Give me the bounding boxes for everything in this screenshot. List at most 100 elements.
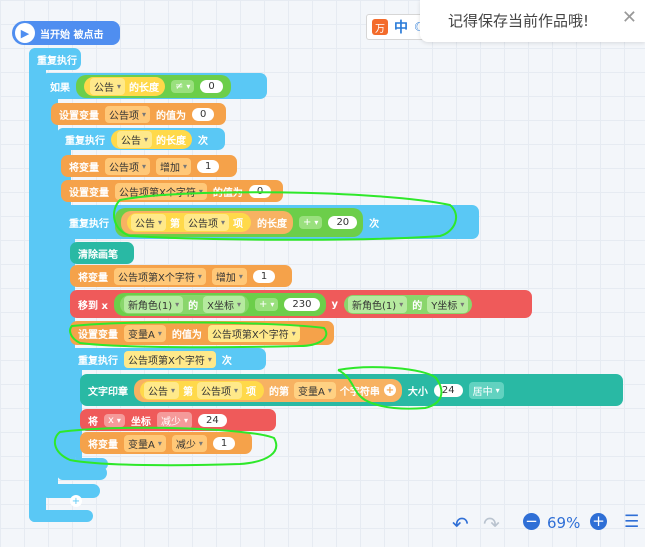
inc1-value-input[interactable]: 1: [197, 159, 220, 173]
set-variable-block-1[interactable]: 设置变量 公告项▾ 的值为 0: [51, 103, 226, 125]
zoom-in-button[interactable]: +: [590, 513, 607, 530]
move-y-label: y: [331, 298, 339, 310]
stamp-item-dropdown[interactable]: 公告项▾: [197, 381, 243, 399]
if-value-input[interactable]: 0: [200, 79, 223, 93]
repeat3-footer[interactable]: [70, 458, 108, 470]
repeat2-item-dropdown[interactable]: 公告项▾: [184, 213, 230, 231]
forever-footer[interactable]: [29, 510, 93, 522]
align-blocks-icon[interactable]: ☰: [624, 512, 640, 532]
repeat1-times: 次: [198, 135, 209, 147]
change-variable-block-1[interactable]: 将变量 公告项▾ 增加▾ 1: [61, 155, 237, 177]
move-op-dropdown[interactable]: +▾: [255, 297, 279, 311]
stamp-xiang: 项: [246, 386, 257, 398]
change-variable-block-2[interactable]: 将变量 公告项第X个字符▾ 增加▾ 1: [70, 265, 292, 287]
set2-value-input[interactable]: 0: [248, 184, 272, 198]
stamp-var-dropdown[interactable]: 公告▾: [144, 381, 180, 399]
forever-block[interactable]: [29, 48, 46, 522]
set1-var-dropdown[interactable]: 公告项▾: [105, 105, 151, 123]
if-op-dropdown[interactable]: ≠▾: [171, 79, 195, 93]
xdec-mid: 坐标: [130, 416, 151, 428]
if-length-text: 的长度: [129, 82, 160, 94]
if-label: 如果: [50, 82, 70, 94]
repeat2-length-text: 的长度: [257, 218, 288, 230]
if-add-branch-icon[interactable]: +: [70, 495, 82, 507]
ime-mode-toggle[interactable]: 中: [394, 20, 408, 36]
move-num-input[interactable]: 230: [284, 297, 320, 311]
repeat1-length-reporter[interactable]: 公告▾ 的长度: [111, 129, 193, 149]
when-flag-clicked-block[interactable]: ▶ 当开始 被点击: [12, 21, 120, 45]
stamp-size-input[interactable]: 24: [433, 383, 463, 397]
repeat3-header[interactable]: 重复执行 公告项第X个字符▾ 次: [70, 348, 266, 370]
inc2-value-input[interactable]: 1: [252, 269, 276, 283]
set1-label: 设置变量: [59, 110, 99, 122]
forever-header[interactable]: 重复执行: [29, 48, 81, 70]
repeat2-header[interactable]: 重复执行 公告▾ 第 公告项▾ 项 的长度 +▾ 20 次: [61, 205, 479, 239]
repeat2-item-reporter[interactable]: 公告▾ 第 公告项▾ 项: [127, 212, 252, 232]
stamp-var2-dropdown[interactable]: 变量A▾: [294, 381, 336, 399]
repeat3-label: 重复执行: [78, 355, 118, 367]
clear-label: 清除画笔: [78, 249, 118, 261]
inc2-var-dropdown[interactable]: 公告项第X个字符▾: [114, 267, 206, 285]
set3-var-dropdown[interactable]: 变量A▾: [124, 324, 166, 342]
inc1-op-dropdown[interactable]: 增加▾: [156, 157, 192, 175]
set-variable-block-3[interactable]: 设置变量 变量A▾ 的值为 公告项第X个字符▾: [70, 321, 334, 345]
repeat1-header[interactable]: 重复执行 公告▾ 的长度 次: [57, 128, 225, 150]
repeat2-item-length-reporter[interactable]: 公告▾ 第 公告项▾ 项 的长度: [121, 210, 294, 234]
xdec-var-dropdown[interactable]: x▾: [104, 413, 125, 427]
change-x-block[interactable]: 将 x▾ 坐标 减少▾ 24: [80, 409, 276, 431]
stamp-char-reporter[interactable]: 公告▾ 第 公告项▾ 项 的第 变量A▾ 个字符串 +: [134, 378, 402, 402]
repeat2-num-input[interactable]: 20: [328, 215, 358, 229]
moon-icon[interactable]: ☾: [414, 20, 425, 34]
forever-label: 重复执行: [37, 55, 77, 67]
inc2-op-dropdown[interactable]: 增加▾: [211, 267, 247, 285]
undo-icon[interactable]: ↶: [452, 512, 469, 536]
stamp-add-icon[interactable]: +: [383, 384, 396, 396]
set1-value-input[interactable]: 0: [192, 107, 215, 121]
if-length-reporter[interactable]: 公告▾ 的长度: [84, 76, 166, 96]
move-prop1-dropdown[interactable]: X坐标▾: [203, 295, 245, 313]
repeat2-label: 重复执行: [69, 218, 109, 230]
repeat2-add-reporter[interactable]: 公告▾ 第 公告项▾ 项 的长度 +▾ 20: [115, 207, 364, 237]
repeat1-var-dropdown[interactable]: 公告▾: [117, 130, 153, 148]
move-sprite1-dropdown[interactable]: 新角色(1)▾: [123, 295, 184, 313]
redo-icon[interactable]: ↷: [483, 512, 500, 536]
close-icon[interactable]: ✕: [621, 7, 637, 28]
change-variable-block-3[interactable]: 将变量 变量A▾ 减少▾ 1: [80, 432, 252, 454]
dec-label: 将变量: [88, 439, 118, 451]
pen-clear-block[interactable]: 清除画笔: [70, 242, 134, 264]
if-condition[interactable]: 公告▾ 的长度 ≠▾ 0: [76, 74, 231, 98]
if-footer[interactable]: [42, 484, 100, 498]
xdec-op-dropdown[interactable]: 减少▾: [156, 411, 192, 429]
if-var-dropdown[interactable]: 公告▾: [90, 77, 126, 95]
move-x-add-reporter[interactable]: 新角色(1)▾ 的 X坐标▾ +▾ 230: [113, 292, 326, 316]
stamp-align-dropdown[interactable]: 居中▾: [468, 381, 504, 399]
set3-value-reporter[interactable]: 公告项第X个字符▾: [207, 324, 300, 342]
repeat1-label: 重复执行: [65, 135, 105, 147]
dec-var-dropdown[interactable]: 变量A▾: [124, 434, 166, 452]
move-sprite2-dropdown[interactable]: 新角色(1)▾: [348, 295, 408, 313]
repeat2-op-dropdown[interactable]: +▾: [299, 215, 323, 229]
if-header[interactable]: 如果 公告▾ 的长度 ≠▾ 0: [42, 73, 267, 99]
inc1-var-dropdown[interactable]: 公告项▾: [105, 157, 151, 175]
move-y-sprite-reporter[interactable]: 新角色(1)▾ 的 Y坐标▾: [344, 294, 473, 314]
xdec-value-input[interactable]: 24: [197, 413, 227, 427]
goto-xy-block[interactable]: 移到 x 新角色(1)▾ 的 X坐标▾ +▾ 230 y 新角色(1)▾ 的 Y…: [70, 290, 532, 318]
move-de2: 的: [412, 300, 423, 312]
move-x-sprite-reporter[interactable]: 新角色(1)▾ 的 X坐标▾: [119, 294, 249, 314]
text-stamp-block[interactable]: 文字印章 公告▾ 第 公告项▾ 项 的第 变量A▾ 个字符串 + 大小 24 居…: [80, 374, 623, 406]
dec-op-dropdown[interactable]: 减少▾: [171, 434, 207, 452]
repeat3-times: 次: [221, 355, 232, 367]
repeat3-var-reporter[interactable]: 公告项第X个字符▾: [124, 350, 216, 368]
dec-value-input[interactable]: 1: [212, 436, 236, 450]
sogou-logo-icon[interactable]: 万: [372, 19, 388, 35]
move-prop2-dropdown[interactable]: Y坐标▾: [427, 295, 469, 313]
set1-mid: 的值为: [156, 110, 187, 122]
xdec-label: 将: [88, 416, 98, 428]
zoom-out-button[interactable]: −: [523, 513, 540, 530]
if-block[interactable]: [42, 73, 58, 498]
repeat1-length-text: 的长度: [156, 135, 187, 147]
stamp-item-reporter[interactable]: 公告▾ 第 公告项▾ 项: [140, 380, 265, 400]
set2-var-dropdown[interactable]: 公告项第X个字符▾: [115, 182, 207, 200]
repeat2-var-dropdown[interactable]: 公告▾: [131, 213, 167, 231]
set-variable-block-2[interactable]: 设置变量 公告项第X个字符▾ 的值为 0: [61, 180, 283, 202]
